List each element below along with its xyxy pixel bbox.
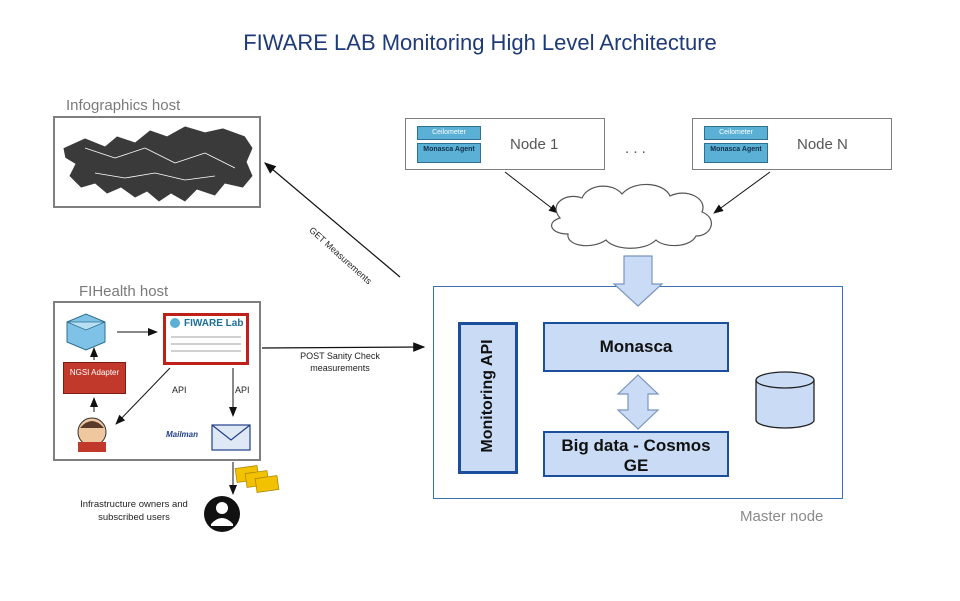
node-n-box: Ceilometer Monasca Agent Node N xyxy=(692,118,892,170)
node-1-label: Node 1 xyxy=(510,136,559,153)
get-arrow xyxy=(264,162,401,278)
users-label: Infrastructure owners and subscribed use… xyxy=(80,499,188,523)
infographics-host-label: Infographics host xyxy=(66,97,181,114)
mailman-envelope-icon xyxy=(211,424,251,451)
api-label-1: API xyxy=(172,385,187,395)
ceilometer-label: Ceilometer xyxy=(417,126,481,140)
mailman-label: Mailman xyxy=(166,430,199,439)
email-envelopes-icon xyxy=(234,465,280,493)
cosmos-box: Big data - Cosmos GE xyxy=(543,431,729,477)
screen-line xyxy=(171,343,241,345)
monasca-agent-label: Monasca Agent xyxy=(704,143,768,163)
node-n-to-cloud-arrow xyxy=(713,171,771,214)
database-icon xyxy=(755,371,815,429)
master-node-label: Master node xyxy=(740,508,824,525)
post-arrow xyxy=(261,342,426,352)
monasca-agent-label: Monasca Agent xyxy=(417,143,481,163)
nodes-ellipsis: . . . xyxy=(625,140,646,157)
monasca-box: Monasca xyxy=(543,322,729,372)
infographics-host-box xyxy=(53,116,261,208)
fihealth-host-label: FIHealth host xyxy=(79,283,169,300)
node-1-box: Ceilometer Monasca Agent Node 1 xyxy=(405,118,605,170)
ngsi-adapter-box: NGSI Adapter xyxy=(63,362,126,394)
diagram-title: FIWARE LAB Monitoring High Level Archite… xyxy=(243,30,717,55)
fiware-to-jenkins-arrow xyxy=(115,367,171,425)
fiware-lab-screen: FIWARE Lab xyxy=(163,313,249,365)
jenkins-icon xyxy=(77,417,107,452)
post-label: POST Sanity Check measurements xyxy=(300,351,380,373)
node-1-to-cloud-arrow xyxy=(504,171,559,214)
node-n-label: Node N xyxy=(797,136,848,153)
monasca-cosmos-arrow xyxy=(616,374,660,430)
cloud-to-master-arrow xyxy=(612,255,664,307)
fiware-logo: FIWARE Lab xyxy=(184,318,244,329)
fiware-logo-icon xyxy=(170,318,180,328)
user-avatar-icon xyxy=(204,496,240,532)
api-label-2: API xyxy=(235,385,250,395)
cloud-icon xyxy=(551,183,712,249)
europe-map-icon xyxy=(55,118,259,206)
screen-line xyxy=(171,350,241,352)
screen-line xyxy=(171,336,241,338)
monitoring-api-box: Monitoring API xyxy=(458,322,518,474)
ceilometer-label: Ceilometer xyxy=(704,126,768,140)
ngsi-cube-icon xyxy=(66,313,106,351)
